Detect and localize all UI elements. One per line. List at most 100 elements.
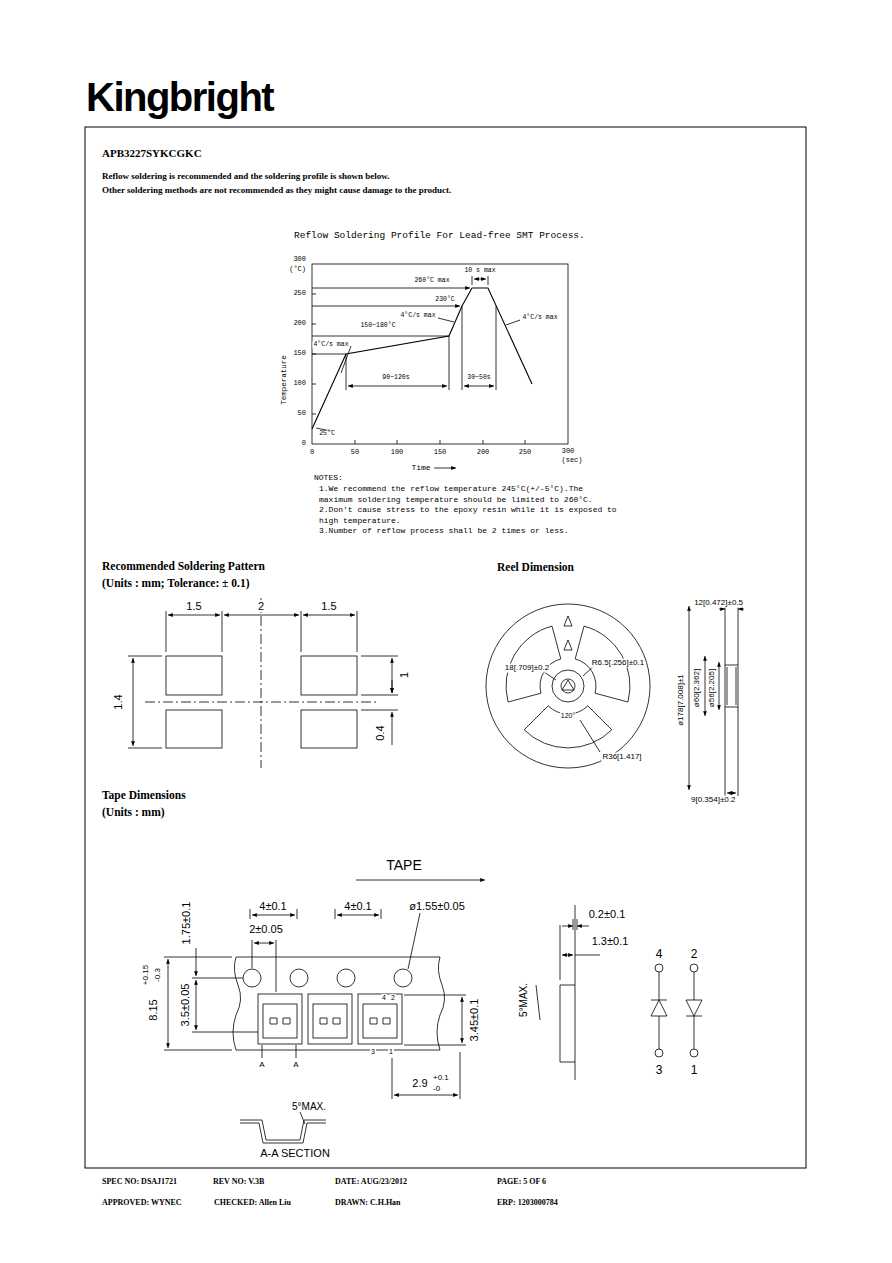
annotation-text: PAGE: 5 OF 6 (496, 1178, 547, 1187)
annotation-text: (°C) (288, 266, 307, 274)
annotation-text: 1 (690, 1064, 699, 1077)
annotation-text: 18[.709]±0.2 (504, 664, 550, 673)
annotation-text: 4 (655, 948, 664, 961)
tape-drawing (164, 880, 600, 1143)
annotation-text: ø178[7.008]±1 (677, 673, 686, 727)
reel-drawing (486, 600, 744, 796)
annotation-text: 12[0.472]±0.5 (693, 599, 744, 608)
annotation-text: A (292, 1061, 299, 1070)
annotation-text: 120° (560, 712, 576, 720)
annotation-text: 90~120s (381, 374, 410, 381)
solder-pad-pattern (128, 598, 398, 768)
annotation-text: (Units : mm; Tolerance: ± 0.1) (101, 577, 250, 590)
annotation-text: R36[1.417] (601, 753, 642, 762)
annotation-text: 200 (292, 320, 307, 328)
annotation-text: 150~180°C (359, 322, 396, 329)
annotation-text: Other soldering methods are not recommen… (101, 186, 452, 196)
annotation-text: 5°MAX. (518, 982, 529, 1018)
annotation-text: 3.5±0.05 (179, 983, 191, 1028)
annotation-text: 2.Don't cause stress to the epoxy resin … (318, 505, 620, 526)
annotation-text: 30~50s (466, 374, 491, 381)
annotation-text: 200 (476, 449, 491, 457)
annotation-text: 250 (292, 290, 307, 298)
reflow-chart (312, 264, 568, 468)
annotation-text: 100 (390, 449, 405, 457)
annotation-text: Reel Dimension (496, 561, 575, 574)
annotation-text: 0 (301, 440, 307, 448)
annotation-text: (sec) (560, 457, 583, 465)
annotation-text: -0 (432, 1085, 441, 1094)
annotation-text: 3.Number of reflow process shall be 2 ti… (318, 526, 620, 537)
annotation-text: 4°C/s max (399, 312, 436, 319)
annotation-text: 250 (518, 449, 533, 457)
annotation-text: 260°C max (413, 277, 450, 284)
annotation-text: 2±0.05 (248, 923, 284, 935)
annotation-text: -0.3 (154, 967, 163, 983)
annotation-text: CHECKED: Allen Liu (213, 1199, 292, 1208)
annotation-text: (Units : mm) (101, 806, 166, 819)
annotation-text: 150 (292, 350, 307, 358)
annotation-text: ø1.55±0.05 (408, 900, 466, 912)
annotation-text: APPROVED: WYNEC (101, 1199, 183, 1208)
annotation-text: 4±0.1 (258, 900, 287, 912)
annotation-text: 8.15 (147, 998, 159, 1021)
annotation-text: 1 (388, 1048, 394, 1056)
annotation-text: 1.We recommend the reflow temperature 24… (318, 484, 620, 505)
diode-symbols (651, 964, 702, 1057)
annotation-text: 4±0.1 (343, 900, 372, 912)
annotation-text: 3.45±0.1 (468, 998, 480, 1043)
annotation-text: 10 s max (463, 267, 496, 274)
annotation-text: ø56[2.205] (708, 668, 717, 708)
annotation-text: 150 (433, 449, 448, 457)
annotation-text: Reflow Soldering Profile For Lead-free S… (293, 231, 586, 241)
annotation-text: 4 (381, 994, 387, 1002)
annotation-text: 300 (292, 256, 307, 264)
annotation-text: A-A SECTION (259, 1147, 331, 1159)
annotation-text: 1.5 (185, 600, 202, 612)
annotation-text: R6.5[.256]±0.1 (591, 659, 645, 668)
annotation-text: 300 (561, 448, 576, 456)
annotation-text: DATE: AUG/23/2012 (334, 1178, 408, 1187)
annotation-text: 4°C/s max (521, 314, 558, 321)
annotation-text: 2 (257, 600, 265, 612)
annotation-text: 3 (370, 1048, 376, 1056)
annotation-text: 1.75±0.1 (180, 901, 192, 946)
annotation-text: 5°MAX. (291, 1101, 327, 1112)
page-frame (85, 127, 806, 1168)
annotation-text: 25°C (318, 430, 336, 437)
annotation-text: Tape Dimensions (101, 789, 187, 802)
annotation-text: Temperature (280, 354, 288, 406)
annotation-text: 4°C/s max (312, 341, 349, 348)
annotation-text: +0.15 (142, 964, 151, 986)
annotation-text: ERP: 1203000784 (496, 1199, 559, 1208)
annotation-text: 3 (655, 1064, 664, 1077)
part-number-title: APB3227SYKCGKC (101, 147, 203, 159)
annotation-text: REV NO: V.3B (212, 1178, 265, 1187)
annotation-text: 0.4 (374, 724, 386, 741)
annotation-text: 1.5 (320, 600, 337, 612)
annotation-text: NOTES: (313, 474, 344, 483)
annotation-text: SPEC NO: DSAJ1721 (101, 1178, 178, 1187)
annotation-text: DRAWN: C.H.Han (334, 1199, 402, 1208)
annotation-text: Time (410, 464, 431, 473)
annotation-text: 2.9 (411, 1077, 428, 1089)
annotation-text: 0 (309, 449, 315, 457)
annotation-text: +0.1 (432, 1074, 450, 1083)
annotation-text: 1 (398, 671, 410, 679)
annotation-text: Recommended Soldering Pattern (101, 560, 266, 573)
brand-logo: Kingbright (85, 75, 274, 119)
annotation-text: TAPE (385, 858, 423, 873)
annotation-text: ø60[2.362] (693, 668, 702, 708)
annotation-text: 50 (350, 449, 360, 457)
annotation-text: 50 (297, 410, 307, 418)
annotation-text: 1.4 (112, 693, 124, 710)
annotation-text: 2 (390, 994, 396, 1002)
annotation-text: 2 (690, 948, 699, 961)
annotation-text: A (258, 1061, 265, 1070)
annotation-text: 230°C (434, 296, 456, 303)
annotation-text: 100 (292, 380, 307, 388)
annotation-text: 9[0.354]±0.2 (690, 796, 736, 805)
annotation-text: 1.3±0.1 (591, 935, 630, 947)
annotation-text: 0.2±0.1 (588, 908, 627, 920)
annotation-text: Reflow soldering is recommended and the … (101, 172, 390, 182)
